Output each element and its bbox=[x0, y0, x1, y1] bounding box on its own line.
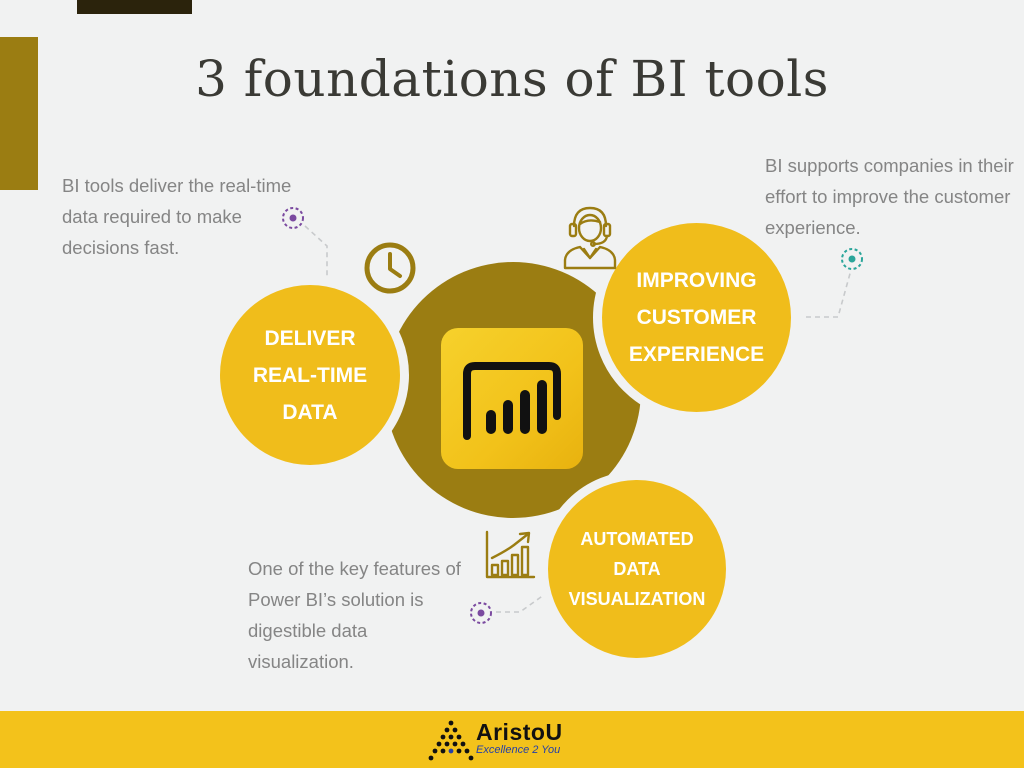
power-bi-logo-icon bbox=[441, 328, 583, 469]
page-title: 3 foundations of BI tools bbox=[195, 50, 829, 108]
bubble-deliver-line: DELIVER bbox=[264, 326, 356, 350]
dot-marker-bottom bbox=[470, 602, 492, 624]
description-left: BI tools deliver the real-time data requ… bbox=[62, 175, 292, 258]
aristou-logo: AristoU Excellence 2 You bbox=[428, 719, 608, 761]
bubble-automated-line: DATA bbox=[613, 559, 661, 579]
bubble-automated-data-visualization: AUTOMATED DATA VISUALIZATION bbox=[539, 471, 735, 667]
bubble-customer-line: EXPERIENCE bbox=[628, 343, 765, 366]
clock-icon bbox=[362, 240, 418, 296]
description-right: BI supports companies in their effort to… bbox=[765, 155, 1014, 238]
bubble-automated-line: AUTOMATED bbox=[580, 529, 694, 549]
dot-marker-left bbox=[282, 207, 304, 229]
footer-bar bbox=[0, 711, 1024, 768]
bubble-customer-line: CUSTOMER bbox=[636, 306, 757, 329]
bubble-improving-customer-experience: IMPROVING CUSTOMER EXPERIENCE bbox=[593, 214, 800, 421]
bubble-customer-line: IMPROVING bbox=[636, 269, 757, 292]
logo-tagline: Excellence 2 You bbox=[476, 744, 561, 756]
bubble-deliver-line: REAL-TIME bbox=[252, 363, 368, 387]
connector-bottom bbox=[496, 591, 549, 613]
connector-right bbox=[806, 269, 852, 318]
headset-agent-icon bbox=[560, 200, 620, 270]
description-bottom: One of the key features of Power BI’s so… bbox=[248, 558, 461, 672]
side-accent-bar bbox=[0, 37, 38, 190]
bubble-deliver-real-time-data: DELIVER REAL-TIME DATA bbox=[211, 276, 409, 474]
aristou-logo-icon bbox=[428, 720, 474, 761]
growth-chart-icon bbox=[484, 529, 536, 581]
bubble-deliver-line: DATA bbox=[282, 400, 338, 424]
bubble-automated-line: VISUALIZATION bbox=[568, 589, 706, 609]
connector-left bbox=[304, 225, 328, 282]
logo-name: AristoU bbox=[476, 719, 563, 745]
dot-marker-right bbox=[841, 248, 863, 270]
top-accent-bar bbox=[77, 0, 192, 14]
